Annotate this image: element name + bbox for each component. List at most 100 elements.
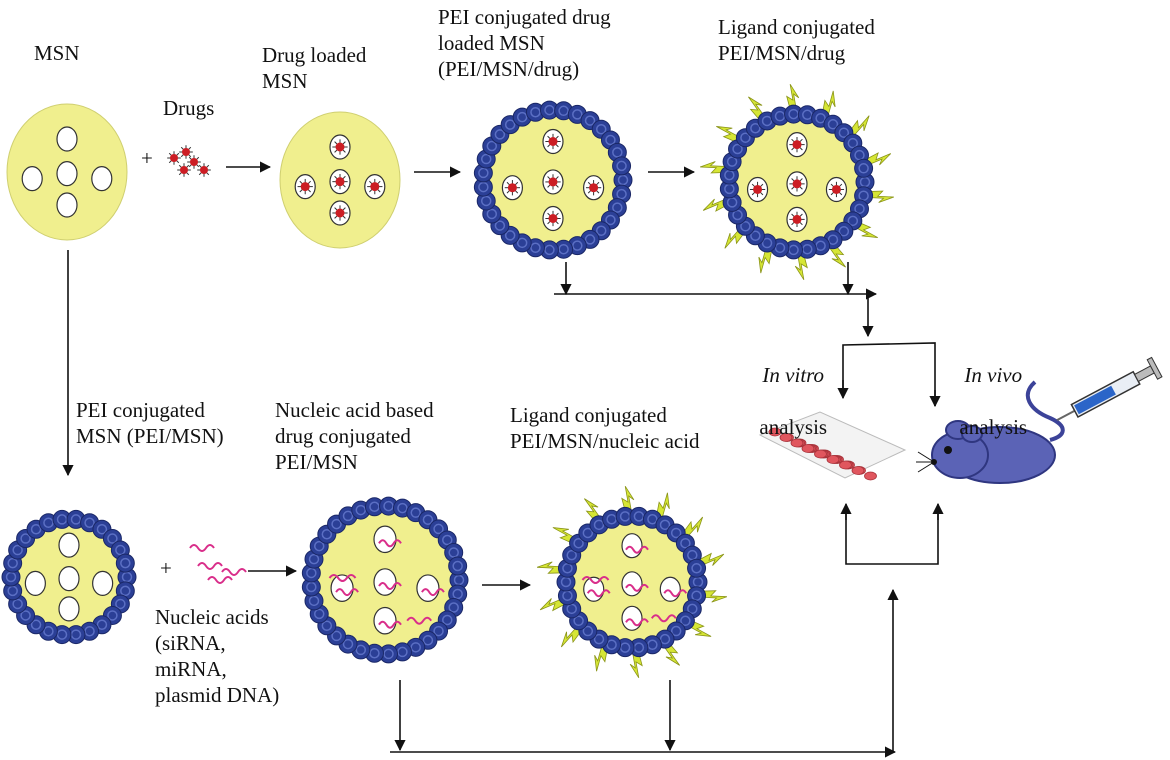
drug-molecule-icon [332, 139, 348, 155]
nucleic-acid-strand-icon [221, 568, 247, 576]
drug-molecule-icon [789, 211, 805, 228]
pore [58, 532, 80, 558]
nucleic-acid-pei-msn-particle [301, 496, 469, 664]
pore [621, 605, 643, 631]
nucleic-acids-icon [189, 544, 247, 584]
label-nucleic-acids: Nucleic acids (siRNA, miRNA, plasmid DNA… [155, 605, 280, 707]
label-in-vitro: In vitro analysis [738, 336, 838, 440]
well [826, 455, 840, 464]
nucleic-acid-strand-icon [581, 576, 610, 584]
pore [373, 568, 397, 596]
pei-msn-particle [1, 509, 137, 645]
pore [56, 192, 78, 218]
in-vitro-italic: In vitro [762, 363, 825, 387]
drug-molecule-icon [585, 180, 602, 196]
pore [58, 596, 80, 622]
label-msn: MSN [34, 41, 80, 65]
pei-chain-icon [473, 100, 633, 260]
ligand-pei-na-msn-particle [536, 486, 728, 678]
label-ligand-pei-msn-drug: Ligand conjugated PEI/MSN/drug [718, 15, 875, 65]
pore [330, 574, 354, 602]
label-ligand-pei-msn-na: Ligand conjugated PEI/MSN/nucleic acid [510, 403, 700, 453]
drug-molecule-icon [179, 145, 193, 159]
msn-particle [6, 103, 128, 241]
well [851, 466, 865, 475]
nucleic-acid-strand-icon [586, 589, 611, 598]
well-plate-icon [758, 411, 907, 481]
pore [583, 576, 605, 602]
nucleic-acid-strand-icon [650, 614, 677, 623]
pore [56, 161, 78, 187]
pei-chain-icon [719, 104, 875, 260]
pei-drug-msn-particle [473, 100, 633, 260]
drug-molecule-icon [297, 178, 313, 195]
pore [621, 533, 643, 559]
pore [24, 570, 46, 596]
drug-molecule-icon [187, 155, 201, 169]
well [864, 471, 877, 481]
pore [621, 571, 643, 597]
drug-molecule-icon [828, 181, 845, 198]
pore [373, 606, 397, 635]
pore [416, 574, 440, 602]
ligand-bolt-icon [828, 243, 846, 268]
drug-molecule-icon [367, 178, 383, 195]
label-in-vivo: In vivo analysis [938, 336, 1038, 440]
connector-analysis-bottom [845, 506, 939, 565]
nucleic-acid-strand-icon [207, 576, 233, 584]
nucleic-acid-strand-icon [378, 582, 402, 591]
well [779, 433, 793, 442]
drug-molecule-icon [545, 210, 561, 227]
connector-analysis-split [842, 342, 936, 406]
nucleic-acid-strand-icon [421, 588, 445, 597]
label-pei-drug-msn: PEI conjugated drug loaded MSN (PEI/MSN/… [438, 5, 611, 81]
pore [92, 570, 114, 596]
pei-chain-icon [301, 496, 469, 664]
drug-molecule-icon [332, 205, 348, 221]
mouse-icon [916, 380, 1065, 484]
well [768, 427, 782, 437]
label-pei-msn: PEI conjugated MSN (PEI/MSN) [76, 398, 224, 448]
pore [56, 126, 78, 152]
nucleic-acid-strand-icon [406, 616, 433, 625]
nucleic-acid-strand-icon [335, 588, 359, 597]
nucleic-acid-strand-icon [328, 574, 357, 582]
pore [373, 525, 397, 554]
well [814, 449, 827, 459]
nucleic-acid-strand-icon [197, 562, 223, 570]
drug-molecule-icon [789, 176, 805, 192]
syringe-icon [1056, 356, 1163, 422]
pore [91, 166, 113, 192]
well [839, 460, 852, 470]
nucleic-acid-strand-icon [625, 618, 649, 627]
label-drug-loaded-msn: Drug loaded MSN [262, 43, 367, 93]
plus-sign-bottom: + [160, 556, 172, 580]
nucleic-acid-strand-icon [378, 620, 402, 629]
nucleic-acid-strand-icon [663, 589, 688, 598]
label-drugs: Drugs [163, 96, 215, 120]
well [801, 444, 815, 453]
nucleic-acid-strand-icon [378, 539, 402, 548]
plus-sign-top: + [141, 146, 153, 170]
drug-molecule-icon [332, 174, 348, 190]
drugs-icon [167, 145, 211, 177]
drug-loaded-msn-particle [279, 111, 401, 249]
pore [58, 565, 80, 592]
pei-chain-icon [556, 506, 708, 658]
nucleic-acid-strand-icon [625, 583, 649, 592]
nucleic-acid-strand-icon [189, 544, 215, 552]
nucleic-acid-strand-icon [625, 545, 649, 554]
drug-molecule-icon [177, 163, 191, 177]
well [790, 438, 804, 448]
pore [659, 576, 681, 602]
label-nucleic-acid-drug-msn: Nucleic acid based drug conjugated PEI/M… [275, 398, 434, 474]
in-vivo-analysis: analysis [959, 415, 1028, 439]
pei-chain-icon [1, 509, 137, 645]
drug-molecule-icon [504, 180, 521, 196]
ligand-pei-drug-msn-particle [700, 84, 894, 280]
flow-arrows [62, 161, 944, 758]
drug-molecule-icon [167, 151, 181, 165]
pore [21, 166, 43, 192]
in-vivo-italic: In vivo [964, 363, 1023, 387]
